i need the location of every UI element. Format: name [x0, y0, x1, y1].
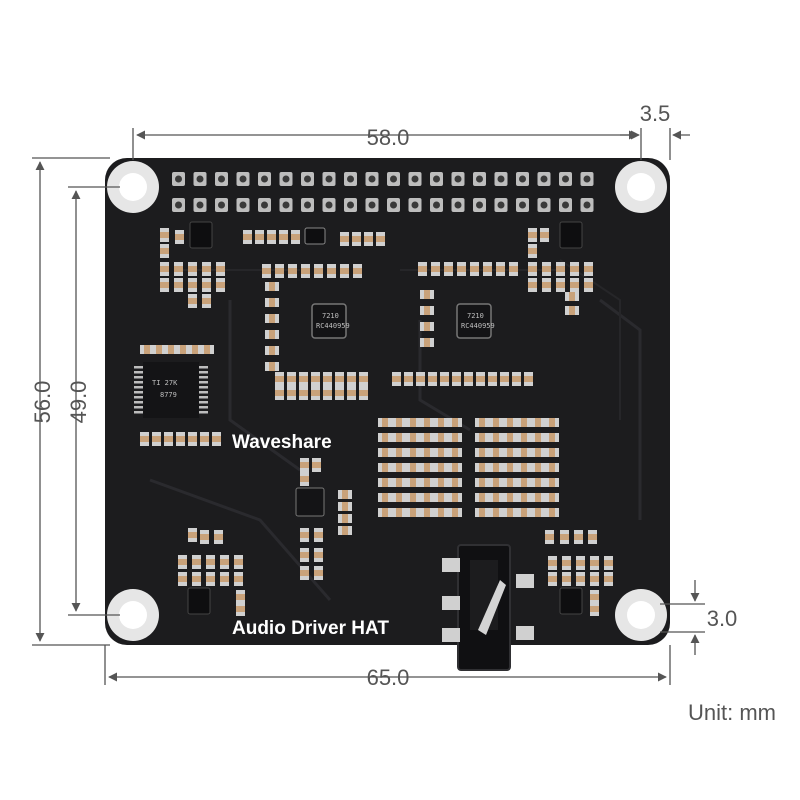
- dim-hole-bottom-offset: 3.0: [707, 606, 738, 631]
- mounting-holes: [107, 161, 667, 641]
- svg-text:8779: 8779: [160, 391, 177, 399]
- svg-text:7210: 7210: [322, 312, 339, 320]
- mounting-hole-top-left: [107, 161, 159, 213]
- audio-jack: [442, 544, 534, 671]
- dim-height-holes: 49.0: [66, 381, 91, 424]
- mounting-hole-top-right: [615, 161, 667, 213]
- dim-hole-edge-offset: 3.5: [640, 101, 671, 126]
- transistors: [187, 221, 583, 615]
- svg-text:RC440959: RC440959: [461, 322, 495, 330]
- product-label: Audio Driver HAT: [232, 618, 389, 639]
- smd-components: [140, 228, 613, 616]
- gpio-header: [172, 172, 594, 212]
- codec-left-marking: RC440959: [316, 322, 350, 330]
- codec-chip-right: 7210 RC440959: [456, 303, 495, 339]
- dimension-lines: [32, 128, 705, 685]
- dim-width-holes: 58.0: [367, 125, 410, 150]
- mounting-hole-bottom-left: [107, 589, 159, 641]
- unit-label: Unit: mm: [688, 700, 776, 725]
- codec-chip-left: 7210 RC440959: [311, 303, 350, 339]
- small-chip-middle: [295, 487, 325, 517]
- dim-width-total: 65.0: [367, 665, 410, 690]
- mounting-hole-bottom-right: [615, 589, 667, 641]
- dim-height-total: 56.0: [30, 381, 55, 424]
- brand-label: Waveshare: [232, 432, 332, 453]
- svg-text:7210: 7210: [467, 312, 484, 320]
- svg-text:TI 27K: TI 27K: [152, 379, 178, 387]
- amplifier-chip: TI 27K 8779: [134, 362, 208, 418]
